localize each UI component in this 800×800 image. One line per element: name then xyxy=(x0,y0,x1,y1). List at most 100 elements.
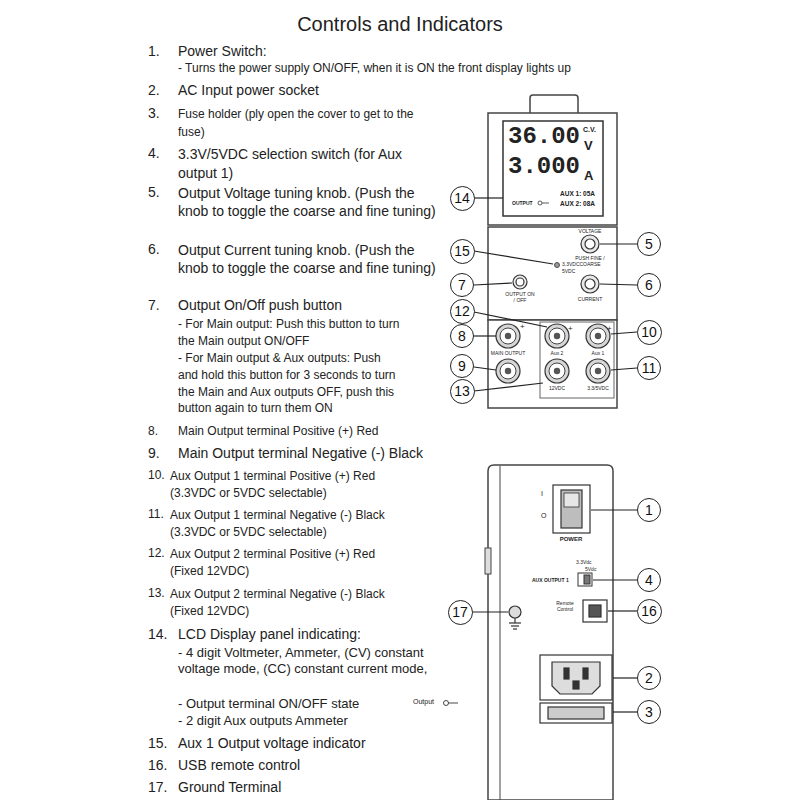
aux-selector-switch xyxy=(578,573,592,586)
list-note: - Turns the power supply ON/OFF, when it… xyxy=(178,61,623,75)
list-number: 12. xyxy=(148,546,165,560)
lcd-mode: C.V. xyxy=(583,126,596,134)
list-number: 16. xyxy=(148,757,167,774)
lcd-unit: V xyxy=(584,138,593,154)
list-note: - 4 digit Voltmeter, Ammeter, (CV) const… xyxy=(178,645,428,678)
ground-terminal xyxy=(509,606,521,629)
list-text: Fuse holder (ply open the cover to get t… xyxy=(178,105,418,141)
callout-text: 6 xyxy=(645,278,653,292)
panel-label: AUX OUTPUT 1 xyxy=(532,577,569,583)
panel-label: VOLTAGE xyxy=(579,228,602,234)
callout-text: 12 xyxy=(454,304,470,318)
callout-number: 8 xyxy=(450,324,474,348)
lcd-output: OUTPUT xyxy=(512,200,533,206)
polarity-mark: + xyxy=(568,324,573,334)
lcd-reading: 3.000 xyxy=(508,154,580,180)
list-number: 9. xyxy=(148,445,160,462)
callout-text: 9 xyxy=(458,359,466,373)
list-number: 6. xyxy=(148,241,160,258)
panel-label: Remote Control xyxy=(551,601,579,612)
callout-number: 17 xyxy=(448,600,473,625)
callout-text: 15 xyxy=(454,244,470,258)
list-text: USB remote control xyxy=(178,757,300,774)
lcd-aux: AUX 2: 08A xyxy=(560,200,595,208)
list-number: 4. xyxy=(148,145,160,162)
panel-label: I xyxy=(541,490,543,498)
callout-text: 4 xyxy=(645,573,653,587)
page-title: Controls and Indicators xyxy=(297,12,503,36)
list-number: 1. xyxy=(148,43,160,60)
list-text: Aux Output 2 terminal Negative (-) Black… xyxy=(170,586,415,620)
list-text: Aux Output 1 terminal Positive (+) Red (… xyxy=(170,468,410,502)
list-number: 7. xyxy=(148,297,160,314)
callout-number: 7 xyxy=(450,273,474,297)
lcd-reading: 36.00 xyxy=(508,124,580,150)
callout-text: 17 xyxy=(452,605,468,619)
callout-number: 15 xyxy=(450,239,475,264)
list-note: - For Main output & Aux outputs: Push an… xyxy=(178,350,403,417)
callout-text: 8 xyxy=(458,329,466,343)
list-note: - For Main output: Push this button to t… xyxy=(178,316,403,350)
list-text: AC Input power socket xyxy=(178,82,319,99)
callout-number: 12 xyxy=(450,299,475,324)
callout-number: 3 xyxy=(637,700,661,724)
list-text: LCD Display panel indicating: xyxy=(178,626,361,643)
callout-number: 14 xyxy=(450,186,475,211)
panel-label: 5VDC xyxy=(562,268,575,274)
callout-text: 5 xyxy=(645,237,653,251)
callout-number: 5 xyxy=(637,232,661,256)
callout-text: 16 xyxy=(641,604,657,618)
callout-number: 16 xyxy=(637,599,662,624)
callout-text: 13 xyxy=(454,384,470,398)
list-text: Aux Output 1 terminal Negative (-) Black… xyxy=(170,507,415,541)
list-text: 3.3V/5VDC selection switch (for Aux outp… xyxy=(178,145,418,183)
list-number: 2. xyxy=(148,82,160,99)
panel-label: 3.3VDC xyxy=(562,261,580,267)
list-number: 13. xyxy=(148,586,165,600)
icon-label: Output xyxy=(413,698,434,706)
callout-text: 3 xyxy=(645,705,653,719)
callout-number: 13 xyxy=(450,379,475,404)
list-number: 8. xyxy=(148,424,158,438)
callout-text: 1 xyxy=(645,503,653,517)
list-text: Main Output terminal Positive (+) Red xyxy=(178,424,378,438)
power-switch xyxy=(553,485,590,533)
list-text: Aux 1 Output voltage indicator xyxy=(178,735,366,752)
panel-label: 3.3/5VDC xyxy=(587,385,609,391)
panel-label: CURRENT xyxy=(578,296,602,302)
list-text: Main Output terminal Negative (-) Black xyxy=(178,445,423,462)
list-number: 3. xyxy=(148,105,160,122)
callout-number: 11 xyxy=(637,356,661,380)
panel-label: MAIN OUTPUT xyxy=(491,350,525,356)
lcd-output-icon xyxy=(538,201,549,205)
panel-label: OUTPUT ON / OFF xyxy=(504,292,536,303)
list-number: 17. xyxy=(148,779,167,796)
panel-label: O xyxy=(541,512,546,520)
list-number: 15. xyxy=(148,735,167,752)
callout-number: 4 xyxy=(637,568,661,592)
output-state-icon xyxy=(444,701,459,706)
front-panel xyxy=(488,95,617,408)
list-note: - Output terminal ON/OFF state xyxy=(178,696,359,712)
panel-label: POWER xyxy=(560,536,583,543)
rear-panel xyxy=(485,465,613,800)
polarity-mark: + xyxy=(607,324,612,334)
list-number: 10. xyxy=(148,468,165,482)
panel-label: 5Vdc xyxy=(585,566,596,572)
list-text: Power Switch: xyxy=(178,43,267,60)
list-number: 5. xyxy=(148,184,160,201)
list-text: Output On/Off push button xyxy=(178,297,342,314)
callout-number: 6 xyxy=(637,273,661,297)
callout-number: 1 xyxy=(637,498,661,522)
panel-label: Aux 2 xyxy=(551,350,564,356)
callout-text: 14 xyxy=(454,191,470,205)
callout-number: 10 xyxy=(637,320,662,345)
list-text: Aux Output 2 terminal Positive (+) Red (… xyxy=(170,546,410,580)
panel-label: Aux 1 xyxy=(592,350,605,356)
list-text: Output Current tuning knob. (Push the kn… xyxy=(178,241,438,277)
callout-number: 2 xyxy=(637,666,661,690)
list-number: 11. xyxy=(148,507,164,521)
usb-port xyxy=(583,600,607,622)
callout-text: 11 xyxy=(642,361,657,375)
